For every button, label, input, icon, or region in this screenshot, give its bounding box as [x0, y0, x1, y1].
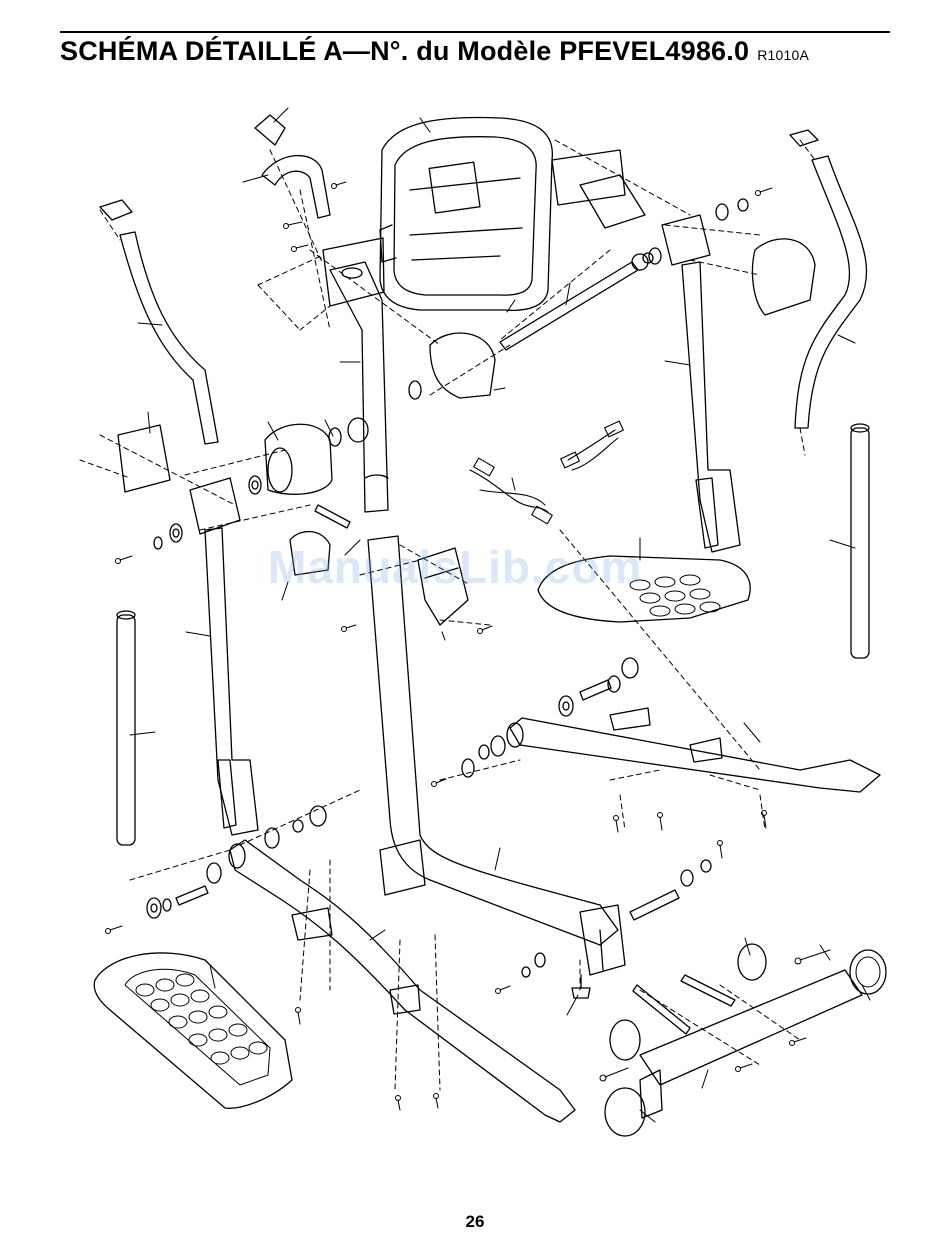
shrouds	[118, 150, 815, 575]
page-number: 26	[0, 1212, 950, 1232]
wire-harnesses	[470, 421, 623, 524]
right-upright-arm	[662, 215, 740, 552]
left-pedal	[94, 953, 292, 1108]
loose-tubes	[117, 424, 869, 845]
upper-axle	[500, 253, 653, 350]
callout-leaders	[130, 108, 870, 1122]
rear-stabilizer	[605, 944, 886, 1136]
screws-and-bolts	[106, 182, 831, 1110]
leveler-foot	[572, 975, 590, 998]
left-upright-arm	[190, 478, 258, 835]
right-handlebar	[790, 130, 867, 428]
right-pedal-arm	[507, 708, 880, 792]
assembly-guide-lines	[80, 140, 815, 1090]
upright-mast	[323, 238, 388, 512]
upper-handle-grip	[255, 115, 330, 218]
console	[380, 117, 552, 310]
left-pedal-arm	[229, 840, 575, 1122]
watermark: ManualsLib.com	[268, 540, 642, 594]
